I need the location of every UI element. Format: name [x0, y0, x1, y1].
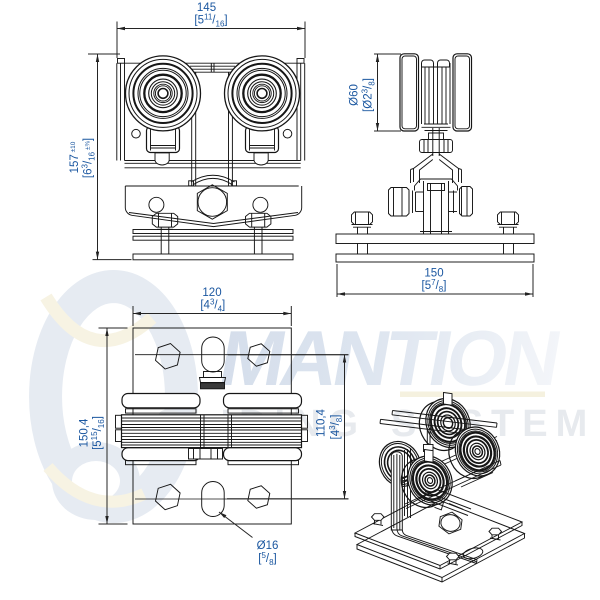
svg-text:145: 145	[197, 2, 216, 14]
svg-text:MANTION: MANTION	[213, 315, 564, 402]
svg-text:[511/16]: [511/16]	[194, 13, 227, 29]
svg-text:[515/16]: [515/16]	[90, 416, 106, 450]
svg-text:[5/8]: [5/8]	[258, 551, 277, 567]
svg-text:[63/16 ±⅜]: [63/16 ±⅜]	[81, 138, 97, 178]
svg-text:[57/8]: [57/8]	[422, 278, 447, 294]
svg-text:157 ±10: 157 ±10	[69, 141, 81, 173]
svg-text:110,4: 110,4	[316, 408, 328, 437]
svg-text:150: 150	[424, 268, 443, 280]
svg-text:[Ø23/8]: [Ø23/8]	[361, 78, 377, 112]
svg-text:Ø16: Ø16	[257, 540, 279, 552]
svg-text:120: 120	[202, 287, 221, 299]
svg-text:[43/4]: [43/4]	[200, 298, 225, 314]
svg-text:Ø60: Ø60	[349, 84, 361, 106]
svg-text:150,4: 150,4	[79, 418, 91, 447]
